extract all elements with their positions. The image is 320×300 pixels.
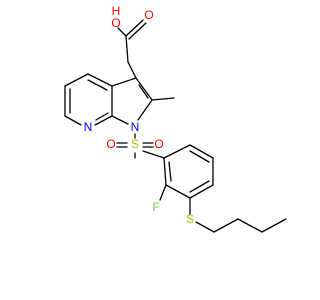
- atom-labels: O H O N N S O O F S: [84, 4, 194, 226]
- structure-diagram: O H O N N S O O F S: [64, 4, 287, 233]
- sulfonyl-oxygen-right-label: O: [154, 137, 163, 151]
- bond-c3-c2-b: [138, 84, 149, 99]
- bond-ar2-ar3-a: [189, 144, 214, 159]
- bond-ch2-ch2-b: [213, 218, 239, 233]
- pyridine-nitrogen-label: N: [84, 120, 93, 134]
- bond-c3-c3a: [111, 77, 137, 87]
- bond-ar6-ar1-b: [168, 161, 172, 182]
- bond-c6-n7: [64, 115, 82, 126]
- fluorine-label: F: [152, 200, 159, 214]
- hydroxyl-hydrogen-label: H: [112, 4, 121, 18]
- bond-ar4-ar5-b: [189, 180, 210, 193]
- bond-oh-c: [117, 27, 127, 37]
- molecule-canvas: O H O N N S O O F S: [64, 4, 287, 233]
- bond-ar2-ar3-b: [189, 150, 210, 163]
- bond-s-ch2-a: [195, 221, 215, 233]
- bond-ar6-f: [159, 184, 167, 201]
- bond-ar5-ar6: [165, 184, 191, 199]
- bond-c3a-c4-b: [87, 79, 108, 91]
- bond-c3a-c4-a: [87, 73, 113, 87]
- bond-c2-n1: [137, 99, 153, 121]
- bond-ch2-ch3-d: [261, 218, 287, 233]
- bond-c-o-double-a: [125, 19, 144, 37]
- bond-s-aryl: [142, 150, 165, 159]
- sulfonyl-sulfur-label: S: [131, 137, 139, 151]
- bond-n7-c7a-a: [94, 115, 113, 126]
- bond-ar4-ar5-a: [189, 184, 214, 199]
- sulfonyl-oxygen-left-label: O: [106, 137, 115, 151]
- bond-ar1-ar2: [163, 144, 191, 159]
- carbonyl-oxygen-label: O: [144, 8, 153, 22]
- bond-n1-c7a: [111, 115, 129, 125]
- bond-c4-c5: [64, 73, 89, 87]
- bond-c3-c2-a: [135, 77, 153, 101]
- pyrrole-nitrogen-label: N: [131, 120, 140, 134]
- bond-c-o-double-b: [128, 22, 147, 40]
- bond-ar6-ar1-a: [163, 157, 167, 186]
- thioether-sulfur-label: S: [186, 212, 194, 226]
- bonds: [64, 19, 287, 233]
- bond-c-ch2: [125, 35, 129, 63]
- hydroxyl-oxygen-label: O: [111, 16, 120, 30]
- bond-n7-c7a-b: [95, 112, 109, 121]
- bond-ch2-ch2-c: [237, 218, 263, 233]
- bond-c2-methyl: [151, 97, 175, 101]
- bond-ch2-c3: [127, 61, 137, 79]
